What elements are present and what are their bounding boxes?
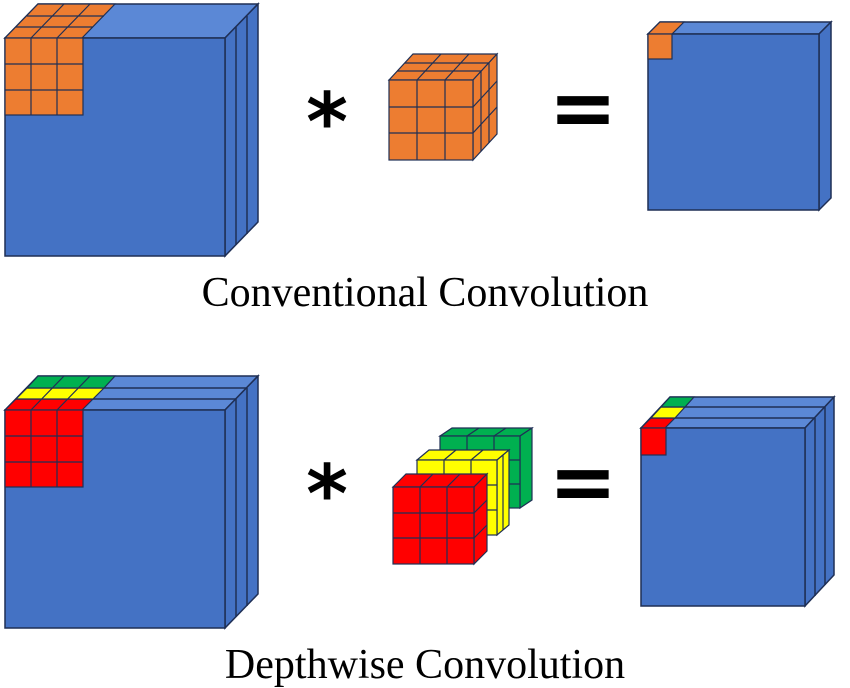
depthwise-kernel-red (391, 472, 489, 566)
multiply-operator: * (306, 76, 348, 169)
conventional-input-feature-map (3, 2, 260, 258)
conventional-output-feature-map (646, 20, 833, 212)
multiply-operator-depthwise: * (306, 448, 348, 541)
depthwise-output-feature-map (639, 395, 836, 608)
conventional-convolution-caption: Conventional Convolution (201, 270, 649, 316)
equals-operator: = (549, 61, 618, 156)
depthwise-convolution-caption: Depthwise Convolution (224, 642, 626, 688)
depthwise-input-feature-map (3, 374, 260, 630)
conventional-kernel-cube (387, 52, 499, 162)
equals-operator-depthwise: = (549, 435, 618, 530)
